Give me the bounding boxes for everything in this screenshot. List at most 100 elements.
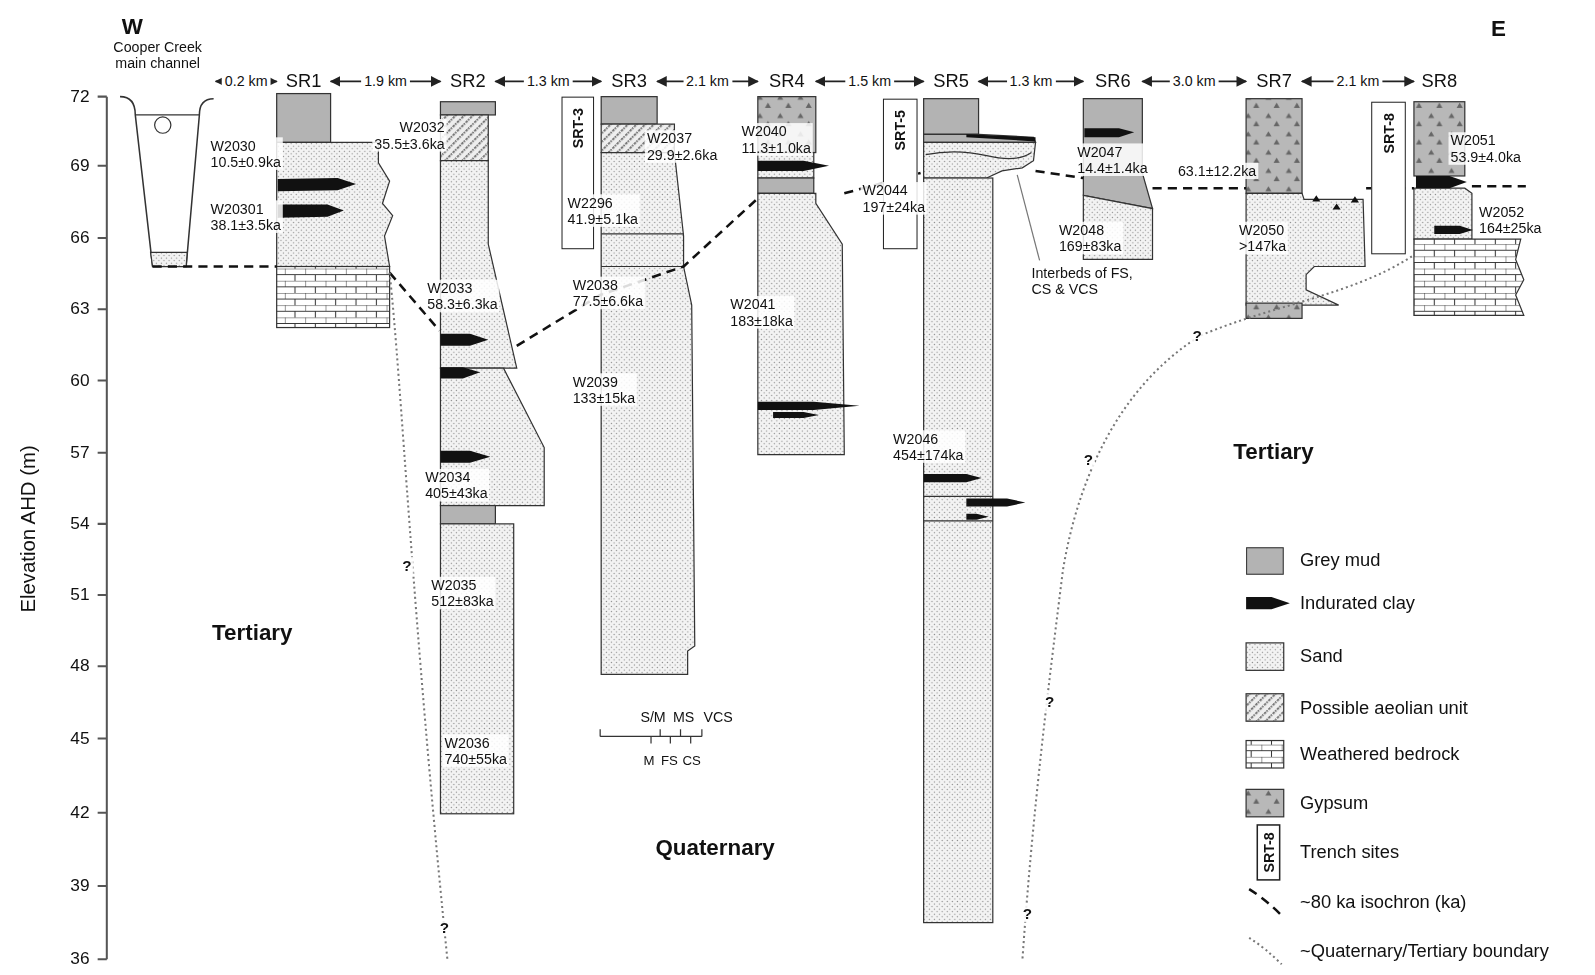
sample-age-label: W2048 169±83ka bbox=[1057, 222, 1124, 255]
isochron-line bbox=[1249, 889, 1282, 915]
distance-label: 1.3 km bbox=[524, 73, 573, 89]
column-label: SR2 bbox=[440, 69, 495, 93]
axis-tick: 42 bbox=[70, 803, 89, 823]
column-label: SR1 bbox=[277, 69, 331, 93]
axis-tick: 63 bbox=[70, 299, 89, 319]
axis-tick: 57 bbox=[70, 442, 89, 462]
sand-unit bbox=[440, 524, 513, 814]
uncertainty-mark: ? bbox=[1021, 905, 1034, 922]
column-label: SR8 bbox=[1414, 69, 1465, 93]
distance-label: 1.3 km bbox=[1007, 73, 1056, 89]
grey-mud bbox=[601, 97, 657, 124]
stratigraphic-column: SR2 bbox=[440, 69, 495, 814]
axis-tick: 48 bbox=[70, 656, 89, 676]
legend-text: Gypsum bbox=[1300, 793, 1368, 814]
rule-line bbox=[135, 114, 199, 115]
sample-age-label: W2034 405±43ka bbox=[423, 469, 490, 502]
sample-age-label: W2037 29.9±2.6ka bbox=[645, 130, 719, 163]
gypsum-unit bbox=[1246, 99, 1302, 194]
channel-label: Cooper Creek main channel bbox=[107, 39, 209, 72]
sample-age-label: W2041 183±18ka bbox=[728, 296, 795, 329]
grain-size-label: FS bbox=[661, 753, 678, 768]
sample-age-label: W2039 133±15ka bbox=[571, 373, 638, 406]
sample-age-label: W2030 10.5±0.9ka bbox=[209, 137, 283, 170]
compass-label: W bbox=[122, 14, 143, 39]
sample-age-label: W2036 740±55ka bbox=[442, 734, 509, 767]
legend-text: Trench sites bbox=[1300, 842, 1399, 863]
column-label: SR4 bbox=[758, 69, 816, 93]
boundary-line bbox=[1249, 938, 1282, 964]
axis-tick: 54 bbox=[70, 514, 89, 534]
column-label: SR7 bbox=[1246, 69, 1302, 93]
axis-title: Elevation AHD (m) bbox=[17, 445, 40, 612]
stratigraphic-column: SR8 bbox=[1414, 69, 1465, 315]
column-label: SR6 bbox=[1083, 69, 1142, 93]
grey-mud bbox=[924, 134, 1036, 142]
axis-tick: 60 bbox=[70, 370, 89, 390]
boundary-line bbox=[390, 273, 448, 962]
axis-tick: 66 bbox=[70, 228, 89, 248]
sample-age-label: W2032 35.5±3.6ka bbox=[372, 119, 446, 152]
uncertainty-mark: ? bbox=[438, 919, 451, 936]
legend-text: Possible aeolian unit bbox=[1300, 697, 1468, 718]
sample-age-label: W2051 53.9±4.0ka bbox=[1449, 132, 1523, 165]
sample-age-label: W20301 38.1±3.5ka bbox=[209, 200, 283, 233]
sample-age-label: W2038 77.5±6.6ka bbox=[571, 277, 645, 310]
grain-size-label: VCS bbox=[704, 709, 733, 725]
sample-age-label: W2040 11.3±1.0ka bbox=[740, 123, 813, 156]
distance-label: 2.1 km bbox=[683, 73, 732, 89]
legend-text: Weathered bedrock bbox=[1300, 744, 1459, 765]
river-channel: Cooper Creek main channel bbox=[100, 39, 216, 267]
column-label: SR5 bbox=[924, 69, 979, 93]
sand-unit bbox=[924, 178, 993, 923]
era-label: Quaternary bbox=[655, 835, 774, 860]
axis-tick: 45 bbox=[70, 728, 89, 748]
rule-line bbox=[600, 729, 702, 743]
grain-size-label: S/M bbox=[640, 709, 665, 725]
stratigraphic-column: SR5 bbox=[924, 69, 979, 922]
distance-label: 1.5 km bbox=[845, 73, 894, 89]
axis-tick: 51 bbox=[70, 585, 89, 605]
leader-line bbox=[1017, 175, 1039, 260]
uncertainty-mark: ? bbox=[1082, 451, 1095, 468]
era-label: Tertiary bbox=[1233, 439, 1313, 464]
legend-text: Grey mud bbox=[1300, 550, 1380, 571]
uncertainty-mark: ? bbox=[1043, 693, 1056, 710]
rule-line bbox=[155, 117, 171, 133]
uncertainty-mark: ? bbox=[400, 557, 413, 574]
axis-tick: 72 bbox=[70, 86, 89, 106]
sand-unit bbox=[151, 252, 188, 266]
trench-label: SRT-3 bbox=[570, 108, 586, 148]
grey-mud bbox=[924, 99, 979, 135]
sample-age-label: W2044 197±24ka bbox=[861, 182, 928, 215]
sample-age-label: W2050 >147ka bbox=[1237, 222, 1288, 255]
trench-box: SRT-8 bbox=[1371, 102, 1406, 255]
stratigraphic-column: SR7 bbox=[1246, 69, 1302, 318]
sample-age-label: W2296 41.9±5.1ka bbox=[566, 194, 640, 227]
axis-line bbox=[98, 97, 107, 960]
gypsum-unit bbox=[1246, 789, 1284, 816]
trench-label: SRT-5 bbox=[892, 110, 908, 150]
trench-label: SRT-8 bbox=[1380, 113, 1396, 153]
legend-text: Indurated clay bbox=[1300, 593, 1415, 614]
clay-lens bbox=[1246, 597, 1290, 609]
aeolian-unit bbox=[440, 115, 488, 161]
bedrock-unit bbox=[1246, 741, 1284, 768]
era-label: Tertiary bbox=[212, 620, 292, 645]
aeolian-unit bbox=[1246, 694, 1284, 721]
sample-age-label: W2052 164±25ka bbox=[1477, 203, 1544, 236]
sample-age-label: W2047 14.4±1.4ka bbox=[1075, 143, 1149, 176]
grey-mud bbox=[440, 102, 495, 115]
legend-trench-label: SRT-8 bbox=[1260, 832, 1276, 872]
bedrock-unit bbox=[1414, 239, 1524, 315]
rule-line bbox=[926, 152, 1032, 159]
legend-text: Sand bbox=[1300, 645, 1343, 666]
axis-tick: 36 bbox=[70, 949, 89, 969]
distance-label: 0.2 km bbox=[222, 73, 271, 89]
rule-line bbox=[601, 234, 683, 267]
legend-swatch bbox=[1246, 547, 1284, 574]
axis-tick: 69 bbox=[70, 156, 89, 176]
clay-lens bbox=[924, 474, 1026, 520]
uncertainty-mark: ? bbox=[1191, 327, 1204, 344]
compass-label: E bbox=[1491, 16, 1506, 41]
